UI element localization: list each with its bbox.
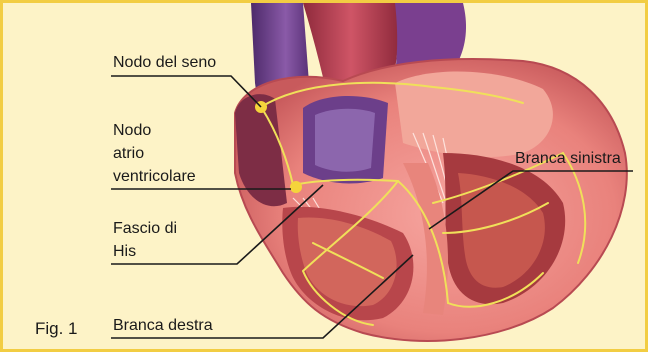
leader-nodo-seno (111, 76, 261, 107)
label-nodo-seno: Nodo del seno (113, 53, 216, 73)
label-fascio-line2: His (113, 242, 136, 262)
figure-caption: Fig. 1 (35, 319, 78, 339)
label-branca-sinistra: Branca sinistra (515, 149, 621, 169)
label-branca-destra: Branca destra (113, 316, 213, 336)
label-fascio-line1: Fascio di (113, 219, 177, 239)
av-node-marker (290, 181, 302, 193)
label-nodo-av-line2: atrio (113, 144, 144, 164)
label-nodo-av-line3: ventricolare (113, 167, 196, 187)
heart-illustration (3, 3, 645, 349)
label-nodo-av-line1: Nodo (113, 121, 151, 141)
